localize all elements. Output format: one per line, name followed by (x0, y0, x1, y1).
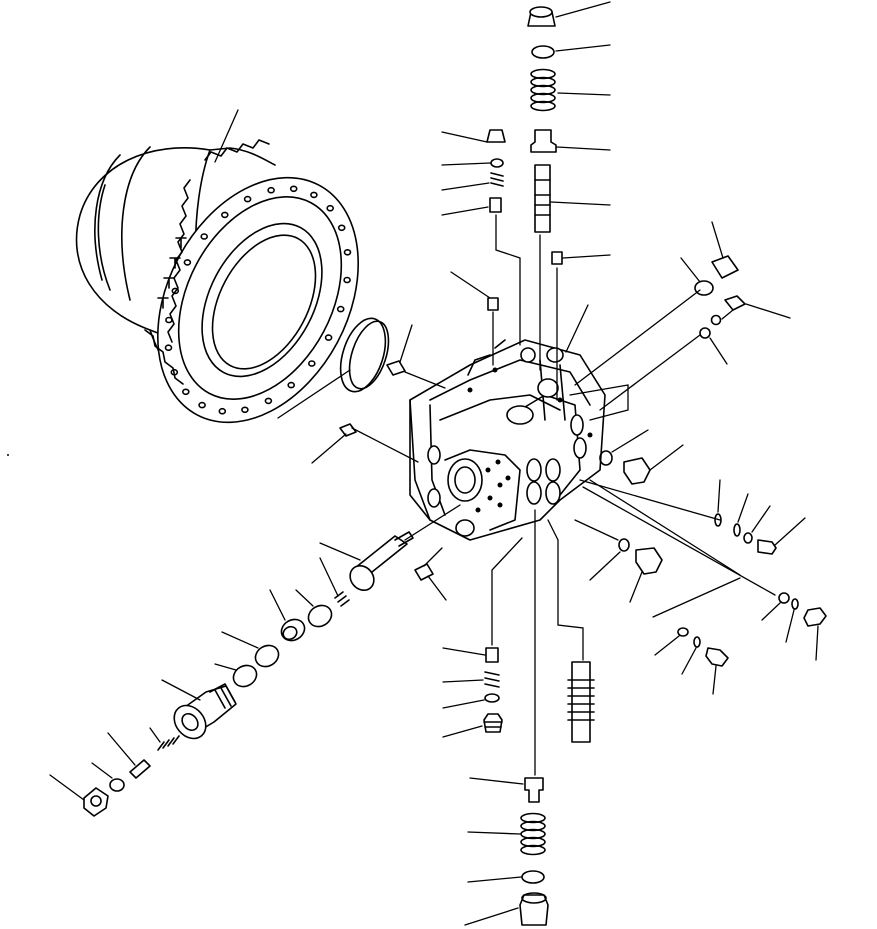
spring-coil (530, 76, 556, 88)
final-drive-housing (75, 109, 359, 424)
motor-valve-body (409, 339, 606, 541)
cover-plate (277, 317, 390, 419)
right-side-fittings (574, 429, 806, 603)
lower-valve-stacks (442, 509, 595, 926)
bolt-hole (243, 195, 252, 203)
bolt-hole (171, 287, 180, 295)
bolt-hole (289, 185, 298, 193)
spring-coil (530, 100, 556, 112)
spring-coil (520, 820, 546, 832)
right-plug-group (565, 221, 791, 421)
bolt-hole (267, 186, 275, 194)
bolt-hole (337, 224, 346, 232)
brake-valve-group (49, 324, 461, 817)
spring-coil (520, 812, 546, 824)
bolt-hole (198, 401, 206, 409)
bolt-hole (183, 259, 192, 266)
upper-relief-valve-stack (527, 1, 611, 401)
bolt-hole (343, 249, 352, 256)
bolt-hole (287, 381, 296, 389)
spring-coil (530, 84, 556, 96)
small-bolt-top (450, 271, 499, 366)
spring-coil (530, 92, 556, 104)
bolt-hole (264, 397, 273, 405)
spring-coil (530, 68, 556, 80)
bolt-hole (307, 360, 316, 367)
bolt-hole (241, 406, 249, 414)
bolt-hole (324, 334, 333, 341)
bolt-hole (343, 276, 351, 284)
bolt-hole (170, 368, 179, 376)
bolt-hole (326, 204, 335, 212)
bolt-hole (182, 388, 190, 396)
lower-right-fittings (652, 577, 827, 695)
spring-coil (520, 844, 546, 856)
bolt-hole (165, 316, 173, 324)
bolt-hole (200, 233, 208, 240)
bolt-hole (310, 191, 318, 199)
small-check-valve-stack (441, 129, 521, 346)
spring-coil (520, 828, 546, 840)
bolt-hole (336, 305, 345, 313)
bolt-hole (218, 407, 227, 415)
bolt-hole (164, 344, 173, 352)
bolt-hole (221, 211, 229, 219)
spring-coil (520, 836, 546, 848)
